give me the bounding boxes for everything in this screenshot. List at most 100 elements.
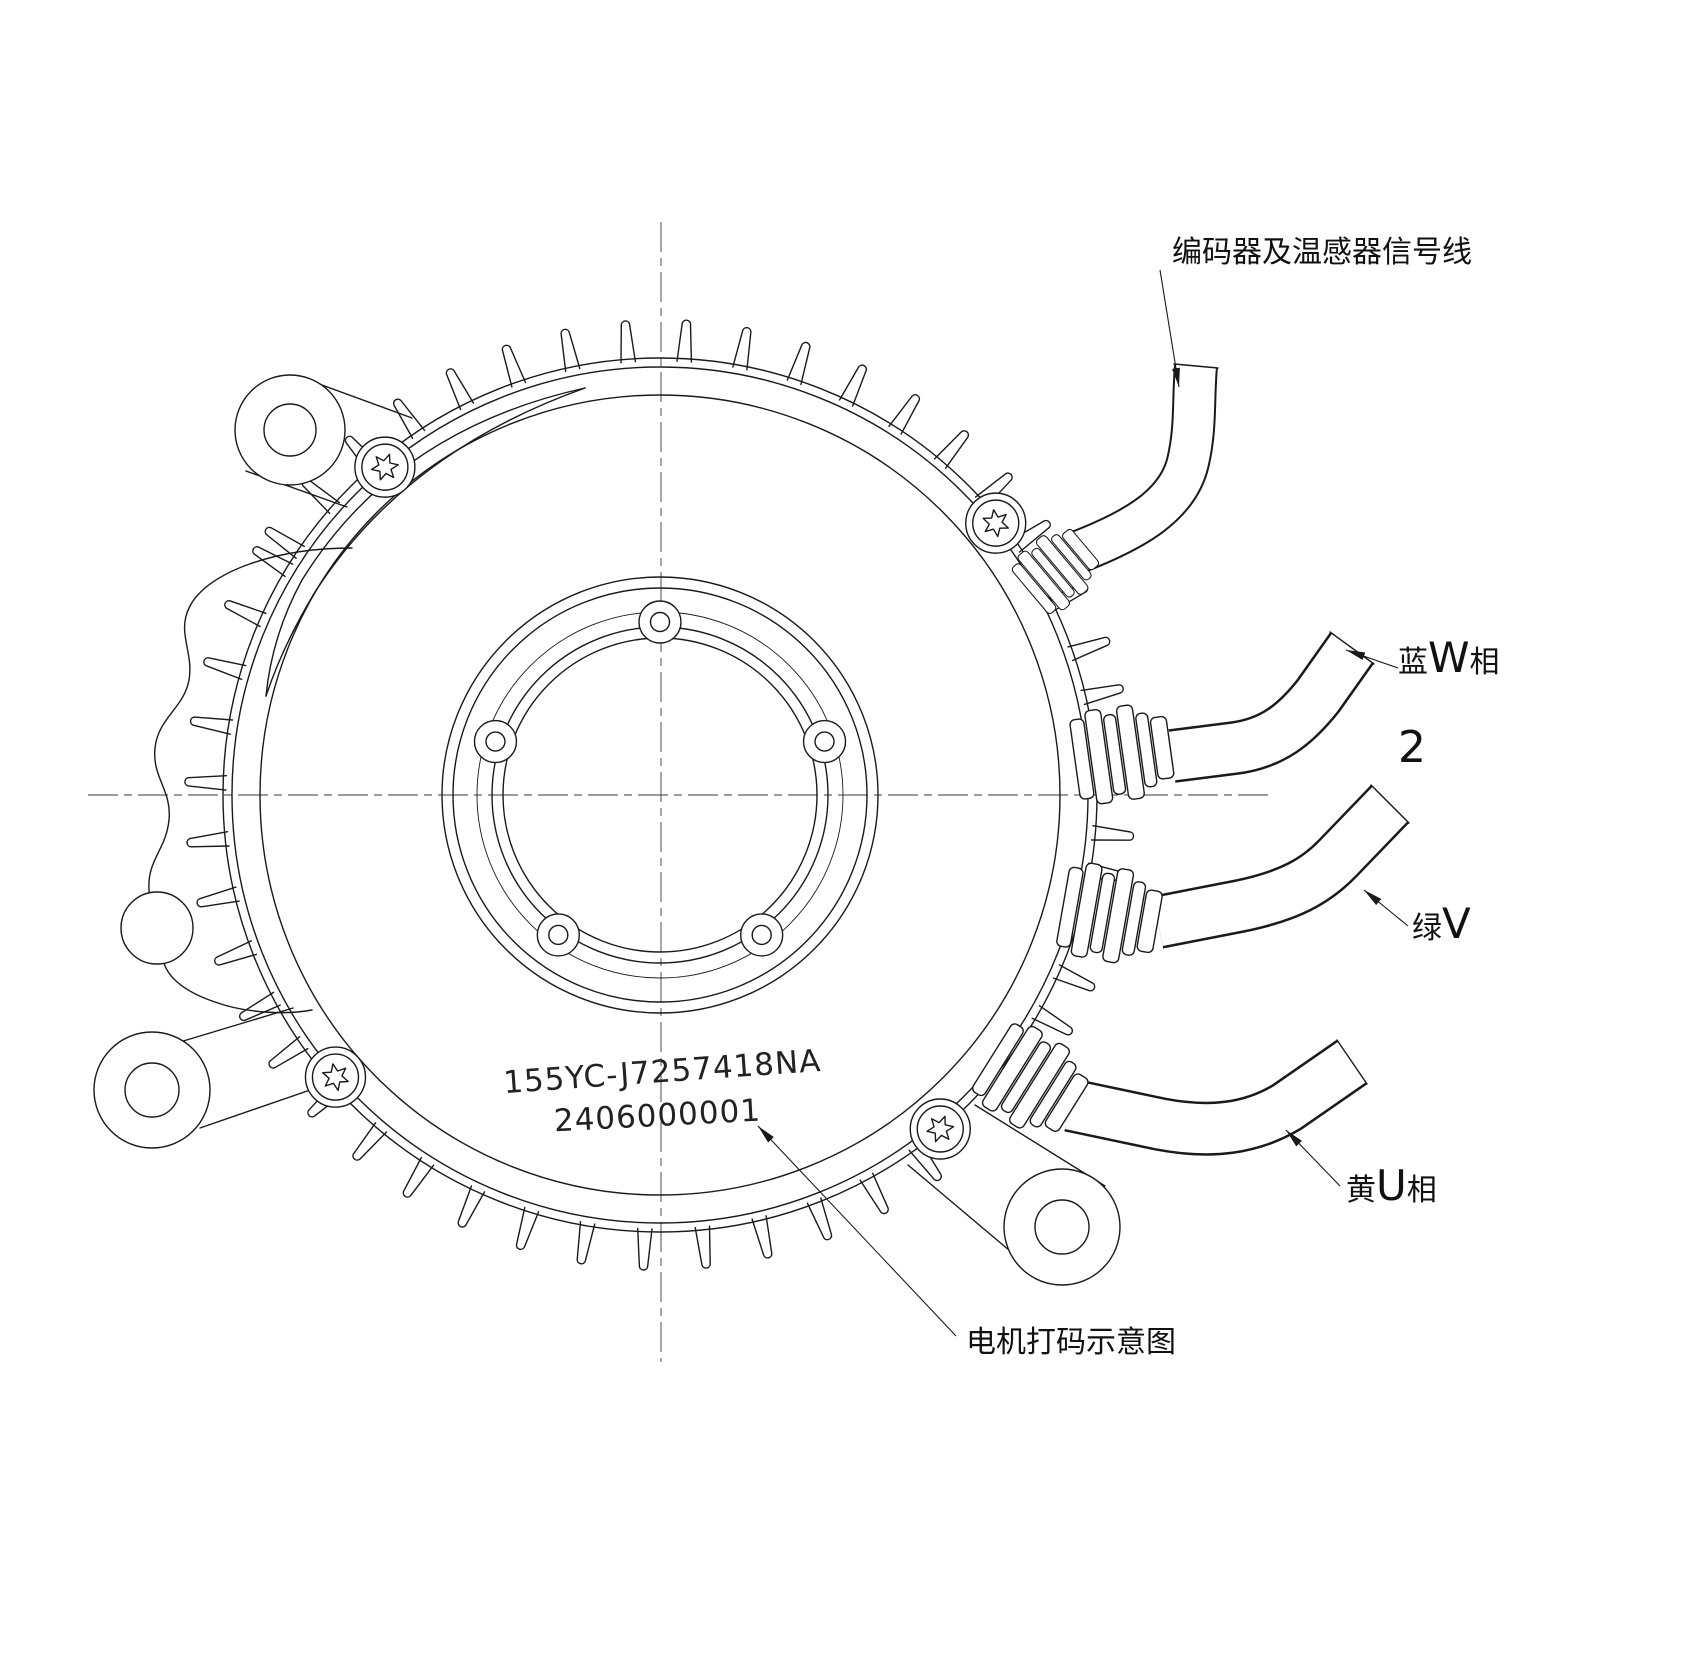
torx-screw: [304, 1046, 367, 1108]
mounting-ear-bottom-left: [93, 1007, 346, 1149]
label-u-prefix: 黄: [1346, 1173, 1376, 1208]
cooling-fin: [1052, 964, 1096, 992]
cooling-fin: [392, 398, 426, 440]
cooling-fin: [189, 716, 234, 735]
front-face-edge: [259, 394, 1061, 1196]
v-phase-cable: [1152, 784, 1410, 949]
cooling-fin: [501, 344, 527, 388]
cooling-fin: [806, 1197, 833, 1241]
motor-housing: [93, 319, 1135, 1286]
gland-rib: [1084, 708, 1114, 805]
cooling-fin: [457, 1185, 486, 1228]
cooling-fin: [1091, 825, 1135, 841]
cooling-fin: [1031, 1005, 1074, 1036]
cable-end-cut: [1329, 631, 1375, 665]
w-phase-gland: [1069, 704, 1175, 805]
cooling-fin: [203, 657, 247, 681]
gland-rib: [1029, 1060, 1077, 1128]
torx-screw-head: [972, 499, 1020, 547]
ear-lobe: [93, 1031, 211, 1149]
cables: [1064, 363, 1410, 1156]
flange-bolt-hole: [814, 731, 835, 752]
cooling-fin: [637, 1227, 653, 1271]
u-phase-cable: [1064, 1039, 1368, 1156]
gland-rib: [981, 1025, 1043, 1112]
cooling-fin: [515, 1206, 540, 1251]
cooling-fin: [307, 1081, 346, 1118]
gland-rib: [1070, 862, 1103, 958]
ear-hole: [124, 1062, 180, 1118]
marking-model-number: 155YC-J7257418NA: [502, 1043, 822, 1101]
v-phase-gland: [1056, 862, 1163, 964]
gland-rib: [971, 1023, 1024, 1097]
cooling-fin: [560, 328, 581, 373]
leader-signal-cable: [1159, 269, 1180, 388]
leader-marking: [757, 1125, 957, 1337]
chamfer-highlight: [265, 387, 586, 697]
gland-rib: [1102, 868, 1135, 964]
torx-screw: [909, 1098, 971, 1160]
cooling-fin: [214, 940, 257, 966]
label-w-phase: 蓝W相: [1398, 633, 1500, 682]
torx-star-icon: [370, 453, 399, 481]
cooling-fin: [620, 320, 637, 364]
torx-screw-head: [916, 1105, 964, 1153]
cooling-fin: [974, 472, 1013, 509]
cooling-fin: [1067, 636, 1111, 662]
cooling-fin: [933, 430, 970, 469]
flange-outer: [441, 576, 879, 1014]
flange-bolt-hole: [649, 611, 671, 633]
gland-rib: [1149, 715, 1175, 780]
flange-bolt-hole: [548, 924, 569, 946]
ear-hole: [1034, 1199, 1090, 1255]
label-w-suffix: 相: [1470, 645, 1500, 680]
flange-bolt: [739, 913, 784, 957]
leader-u-phase: [1285, 1129, 1341, 1187]
leader-v-phase: [1363, 889, 1409, 927]
cooling-fins: [184, 319, 1135, 1271]
cooling-fin: [445, 368, 475, 411]
annotations: 编码器及温感器信号线 蓝W相 2 绿V 黄U相 155YC-J7257418NA…: [502, 235, 1499, 1360]
cooling-fin: [1080, 684, 1124, 706]
cable-glands: [971, 528, 1175, 1132]
centerlines: [88, 222, 1268, 1362]
cooling-fin: [264, 526, 305, 559]
label-v-letter: V: [1442, 899, 1471, 948]
cooling-fin: [268, 1036, 309, 1069]
gland-rib: [1044, 1073, 1089, 1132]
label-w-prefix: 蓝: [1398, 645, 1428, 680]
torx-screw: [354, 436, 416, 498]
cooling-fin: [344, 435, 381, 474]
u-phase-gland: [971, 1023, 1089, 1132]
ear-lobe: [234, 374, 346, 486]
torx-screw: [965, 492, 1027, 554]
flange-bolt-hole: [485, 731, 506, 752]
gland-rib: [1035, 535, 1089, 595]
cable-end-cut: [1173, 363, 1219, 369]
signal-cable: [1070, 363, 1219, 573]
flange-bolt: [473, 719, 518, 764]
gland-rib: [1056, 866, 1084, 948]
flange-inner: [452, 587, 868, 1003]
cooling-fin: [352, 1122, 388, 1161]
gland-rib: [1008, 1042, 1070, 1129]
gland-rib: [1031, 547, 1075, 598]
label-u-letter: U: [1376, 1161, 1407, 1210]
torx-screw-head: [311, 1053, 360, 1101]
left-boss-knob: [120, 891, 194, 965]
mounting-ear-bottom-right: [907, 1104, 1121, 1286]
label-quantity: 2: [1398, 722, 1426, 773]
gland-rib: [1121, 881, 1147, 956]
gland-rib: [1011, 563, 1057, 614]
cable-end-cut: [1336, 1039, 1368, 1085]
gland-rib: [1062, 528, 1100, 571]
label-u-suffix: 相: [1407, 1173, 1437, 1208]
cooling-fin: [224, 600, 267, 628]
cooling-fin: [301, 478, 340, 515]
gland-rib: [1069, 718, 1095, 800]
label-v-prefix: 绿: [1412, 911, 1442, 946]
ear-hole: [263, 403, 317, 457]
gland-rib: [1136, 889, 1163, 954]
